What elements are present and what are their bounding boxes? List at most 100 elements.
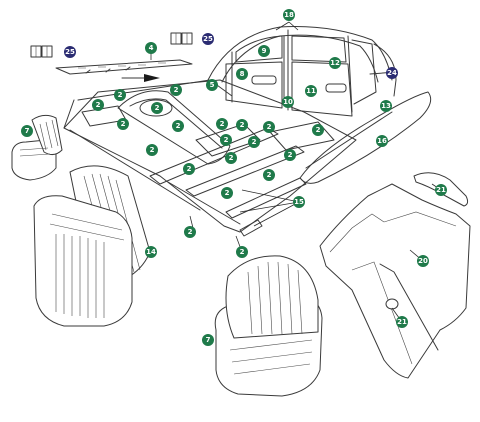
callout-label: 5 (210, 81, 215, 89)
callout-label: 2 (176, 122, 181, 130)
callout-badge (216, 118, 228, 130)
rear-bench-seat (33, 165, 151, 327)
callout-8: 8 (236, 68, 248, 80)
fastener-pair-left (30, 45, 53, 58)
callout-25a: 25 (64, 46, 76, 58)
callout-badge (64, 46, 76, 58)
callout-badge (380, 100, 392, 112)
callout-2p: 2 (183, 163, 195, 175)
callout-13: 13 (380, 100, 392, 112)
callout-label: 2 (121, 120, 126, 128)
callout-label: 2 (220, 120, 225, 128)
callout-label: 2 (188, 228, 193, 236)
callout-label: 25 (65, 48, 75, 56)
callout-badge (305, 85, 317, 97)
callout-label: 2 (96, 101, 101, 109)
callout-12: 12 (329, 57, 341, 69)
callout-21b: 21 (396, 316, 408, 328)
callout-badge (183, 163, 195, 175)
callout-badge (284, 149, 296, 161)
callout-badge (263, 121, 275, 133)
callout-badge (221, 187, 233, 199)
callout-label: 2 (240, 248, 245, 256)
callout-label: 15 (294, 198, 304, 206)
callout-label: 2 (174, 86, 179, 94)
callout-10: 10 (282, 96, 294, 108)
callout-badge (248, 136, 260, 148)
callout-label: 8 (240, 70, 245, 78)
callout-badge (236, 119, 248, 131)
callout-11: 11 (305, 85, 317, 97)
callout-badge (293, 196, 305, 208)
callout-label: 14 (146, 248, 156, 256)
callout-badge (435, 184, 447, 196)
callout-badge (263, 169, 275, 181)
callout-2q: 2 (263, 169, 275, 181)
callout-20: 20 (417, 255, 429, 267)
callout-badge (145, 42, 157, 54)
callout-25b: 25 (202, 33, 214, 45)
callout-2t: 2 (236, 246, 248, 258)
callout-label: 2 (252, 138, 257, 146)
callout-label: 24 (387, 69, 397, 77)
callout-label: 2 (267, 171, 272, 179)
callout-badge (172, 120, 184, 132)
callout-2a: 2 (114, 89, 126, 101)
callout-7a: 7 (21, 125, 33, 137)
callout-label: 2 (288, 151, 293, 159)
callout-label: 2 (224, 136, 229, 144)
callout-label: 11 (306, 87, 316, 95)
callout-badge (386, 67, 398, 79)
callout-9: 9 (258, 45, 270, 57)
callout-2g: 2 (216, 118, 228, 130)
callout-badge (114, 89, 126, 101)
fastener-pair-right (170, 32, 193, 45)
callout-2n: 2 (284, 149, 296, 161)
callout-badge (117, 118, 129, 130)
callout-label: 2 (229, 154, 234, 162)
callout-21a: 21 (435, 184, 447, 196)
callout-label: 7 (206, 336, 211, 344)
callout-18: 18 (283, 9, 295, 21)
callout-2s: 2 (184, 226, 196, 238)
callout-label: 2 (240, 121, 245, 129)
callout-label: 2 (150, 146, 155, 154)
callout-14: 14 (145, 246, 157, 258)
callout-label: 2 (316, 126, 321, 134)
callout-badge (170, 84, 182, 96)
callout-badge (146, 144, 158, 156)
callout-badge (21, 125, 33, 137)
front-seat-small (11, 114, 63, 181)
callout-2m: 2 (146, 144, 158, 156)
callout-4: 4 (145, 42, 157, 54)
callout-badge (206, 79, 218, 91)
callout-15: 15 (293, 196, 305, 208)
callout-badge (312, 124, 324, 136)
callout-badge (417, 255, 429, 267)
callout-2o: 2 (225, 152, 237, 164)
callout-label: 25 (203, 35, 213, 43)
callout-label: 2 (187, 165, 192, 173)
callout-2b: 2 (170, 84, 182, 96)
callout-badge (92, 99, 104, 111)
callout-label: 21 (436, 186, 446, 194)
black-arrow-icon (144, 74, 160, 82)
callout-2l: 2 (248, 136, 260, 148)
callout-badge (145, 246, 157, 258)
callout-badge (329, 57, 341, 69)
callout-label: 16 (377, 137, 387, 145)
callout-24: 24 (386, 67, 398, 79)
callout-2i: 2 (263, 121, 275, 133)
callout-2e: 2 (117, 118, 129, 130)
callout-badge (220, 134, 232, 146)
callout-label: 2 (225, 189, 230, 197)
callout-badge (282, 96, 294, 108)
callout-badge (236, 246, 248, 258)
callout-label: 4 (149, 44, 154, 52)
callout-label: 2 (267, 123, 272, 131)
callout-2d: 2 (151, 102, 163, 114)
callout-label: 12 (330, 59, 340, 67)
callout-badge (202, 33, 214, 45)
